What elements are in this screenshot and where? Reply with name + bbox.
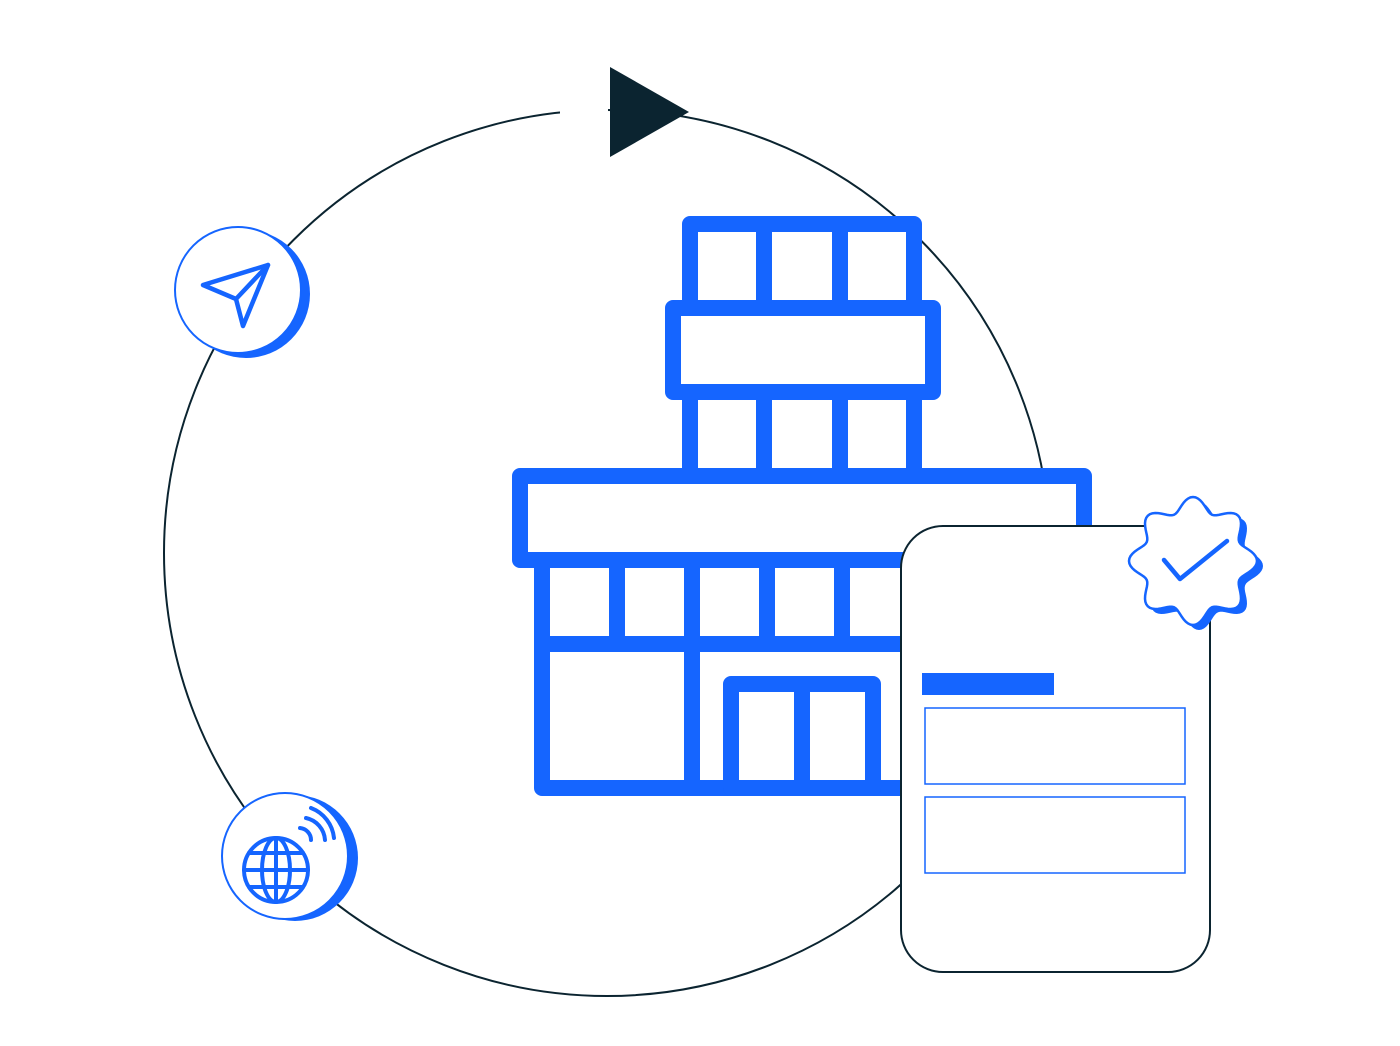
form-card xyxy=(900,525,1211,973)
paper-plane-icon xyxy=(200,262,271,329)
checkmark-icon xyxy=(1161,538,1230,582)
form-heading-bar xyxy=(922,673,1054,695)
globe-badge[interactable] xyxy=(221,792,358,921)
globe-wireless-icon xyxy=(242,806,336,904)
form-field-1[interactable] xyxy=(924,707,1186,785)
send-badge[interactable] xyxy=(174,226,310,358)
form-field-2[interactable] xyxy=(924,796,1186,874)
play-arrow-icon xyxy=(560,67,689,157)
verified-badge-icon xyxy=(1127,495,1263,630)
